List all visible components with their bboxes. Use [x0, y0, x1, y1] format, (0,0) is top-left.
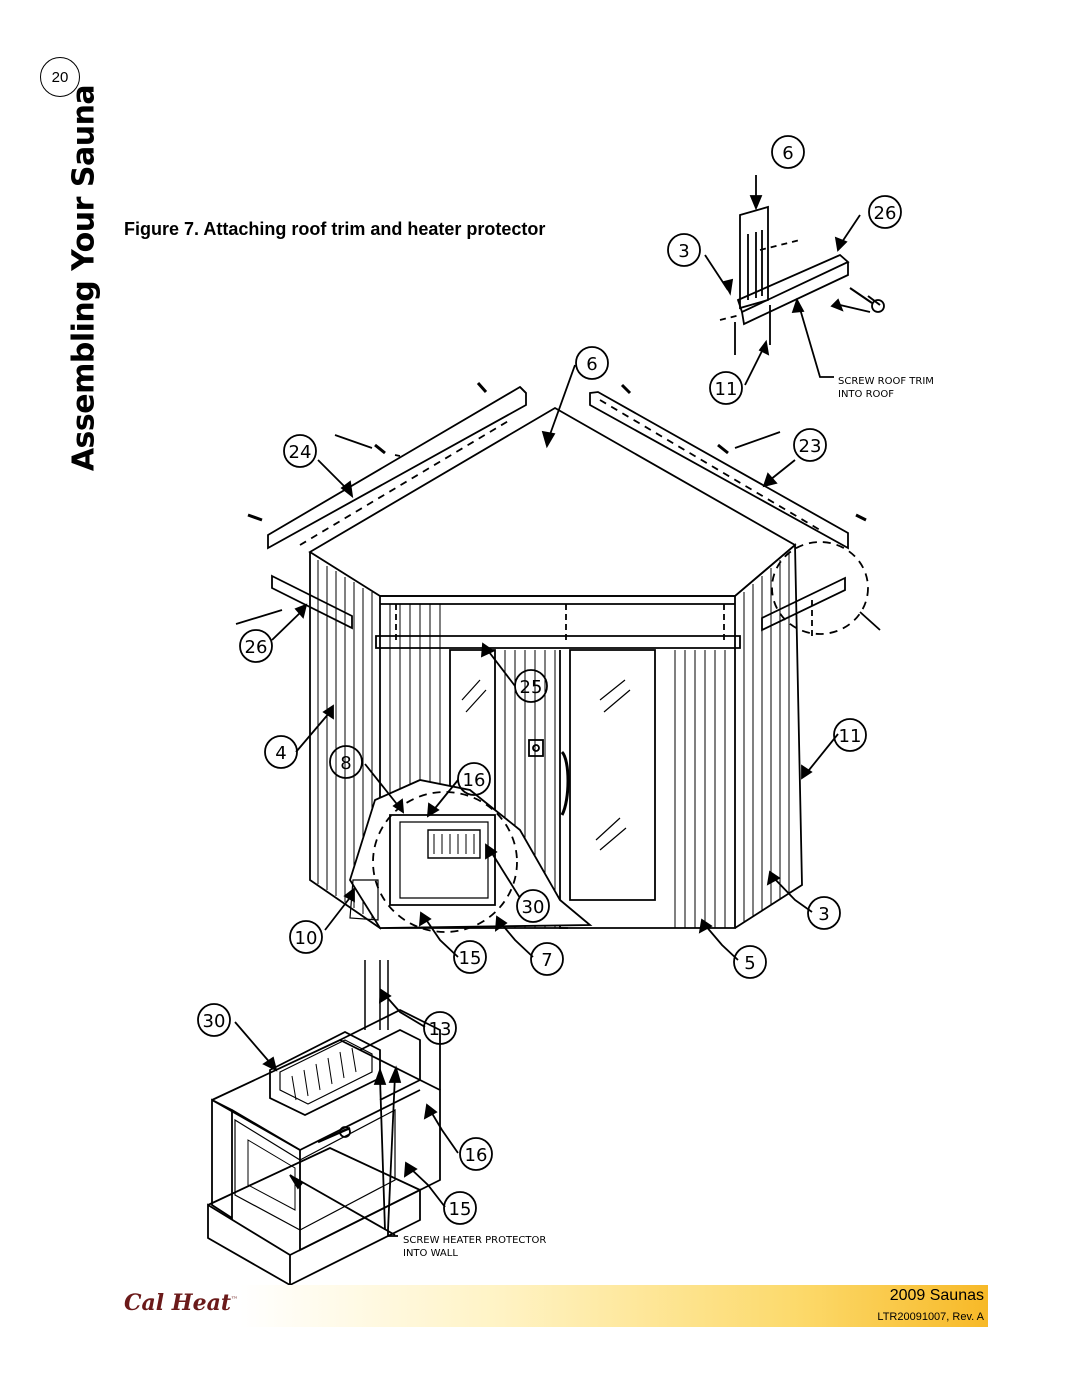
callout-4: 4 [275, 743, 286, 764]
heater-protector-detail: SCREW HEATER PROTECTOR INTO WALL [207, 960, 546, 1287]
page-number: 20 [40, 57, 80, 97]
roof-note-line2: INTO ROOF [838, 389, 894, 400]
callout-16a: 16 [463, 770, 486, 791]
heater-note-line2: INTO WALL [403, 1248, 458, 1259]
roof-note-line1: SCREW ROOF TRIM [838, 376, 934, 387]
roof-trim-detail: SCREW ROOF TRIM INTO ROOF [704, 175, 934, 400]
figure-caption: Figure 7. Attaching roof trim and heater… [124, 219, 546, 239]
callout-30b: 30 [203, 1011, 226, 1032]
callout-5: 5 [744, 953, 755, 974]
callout-6a: 6 [782, 143, 793, 164]
callout-26a: 26 [874, 203, 897, 224]
callout-3a: 3 [678, 241, 689, 262]
callout-25: 25 [520, 677, 543, 698]
footer-bar [240, 1285, 988, 1327]
callout-26b: 26 [245, 637, 268, 658]
calheat-logo: Cal Heat™ [124, 1290, 238, 1316]
callout-13: 13 [429, 1019, 452, 1040]
heater-note-line1: SCREW HEATER PROTECTOR [403, 1235, 546, 1246]
callout-8: 8 [340, 753, 351, 774]
callout-23: 23 [799, 436, 822, 457]
sauna-main-view [235, 364, 881, 961]
callout-6b: 6 [586, 354, 597, 375]
callout-30a: 30 [522, 897, 545, 918]
callout-11a: 11 [715, 379, 738, 400]
callout-24: 24 [289, 442, 312, 463]
callout-10: 10 [295, 928, 318, 949]
callout-7: 7 [541, 950, 552, 971]
callout-11b: 11 [839, 726, 862, 747]
footer-product: 2009 Saunas [889, 1287, 984, 1304]
footer-doc-number: LTR20091007, Rev. A [877, 1311, 984, 1323]
callout-15b: 15 [449, 1199, 472, 1220]
callout-3b: 3 [818, 904, 829, 925]
callout-16b: 16 [465, 1145, 488, 1166]
callout-15a: 15 [459, 948, 482, 969]
callouts: 6 26 3 11 6 24 23 26 25 4 11 8 16 10 30 … [197, 135, 902, 1225]
